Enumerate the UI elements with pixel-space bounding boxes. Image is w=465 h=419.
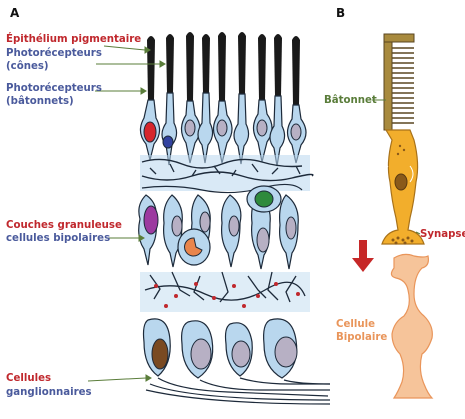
red-synaptic-dots bbox=[154, 282, 300, 308]
rod-cell-schematic bbox=[381, 33, 425, 245]
inner-plexiform-layer bbox=[140, 271, 310, 312]
signal-arrow bbox=[352, 240, 374, 272]
label-bipolar-line1: Couches granuleuse bbox=[6, 220, 122, 231]
ganglion-nuclei bbox=[151, 336, 298, 370]
label-bipolar-cell-line1: Cellule bbox=[336, 319, 376, 330]
optic-nerve-fibers bbox=[145, 377, 331, 405]
label-rod: Bâtonnet bbox=[324, 95, 377, 106]
bipolar-nuclei bbox=[143, 190, 297, 257]
label-ganglion-line1: Cellules bbox=[6, 373, 52, 384]
label-cones-line1: Photorécepteurs bbox=[6, 48, 102, 59]
label-ganglion-line2: ganglionnaires bbox=[6, 387, 92, 398]
panel-a-label: A bbox=[10, 6, 20, 20]
rod-disc-stack bbox=[392, 47, 414, 124]
label-leader-lines bbox=[87, 45, 166, 382]
label-cones-line2: (cônes) bbox=[6, 61, 49, 72]
retina-drawing bbox=[138, 32, 331, 405]
synaptic-vesicles bbox=[391, 144, 414, 245]
label-bipolar-cell-line2: Bipolaire bbox=[336, 332, 388, 343]
label-pigment-epithelium: Épithélium pigmentaire bbox=[6, 34, 142, 45]
pigment-outer-segments bbox=[147, 32, 300, 105]
label-rods-line1: Photorécepteurs bbox=[6, 83, 102, 94]
panel-b-label: B bbox=[336, 6, 346, 20]
bipolar-cells bbox=[138, 185, 299, 270]
label-rods-line2: (bâtonnets) bbox=[6, 96, 74, 107]
bipolar-cell-schematic bbox=[390, 253, 434, 399]
label-synapse: Synapse bbox=[420, 229, 465, 240]
label-bipolar-line2: cellules bipolaires bbox=[6, 233, 111, 244]
photoreceptor-nuclei bbox=[143, 119, 302, 149]
right-leader-lines bbox=[372, 99, 421, 235]
outer-plexiform-layer bbox=[140, 155, 314, 194]
